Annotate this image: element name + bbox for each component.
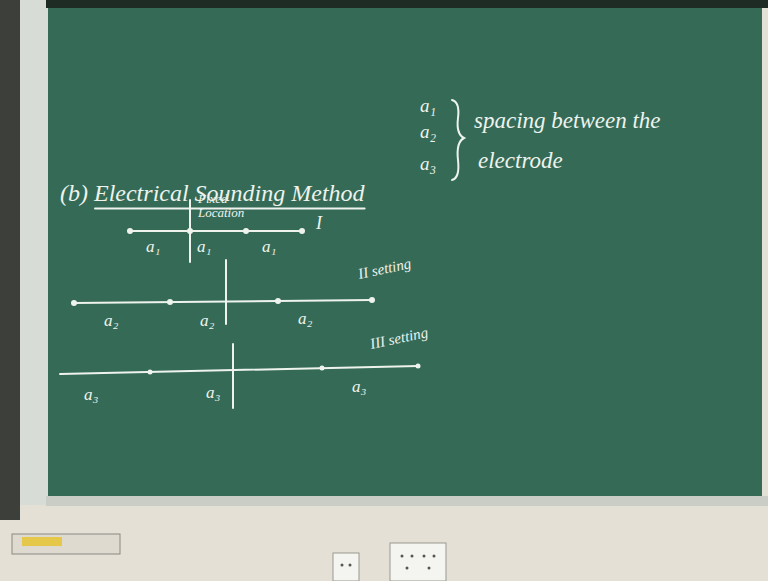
electrode-line — [74, 300, 372, 303]
spacing-label: a₁ — [262, 238, 276, 257]
board-top — [46, 0, 768, 8]
fixed-location-line — [225, 260, 227, 324]
spacing-symbol: a₃ — [420, 154, 436, 175]
chalk-tray — [46, 496, 768, 506]
spacing-label: a₂ — [298, 310, 312, 329]
spacing-symbol: a₂ — [420, 122, 436, 143]
socket — [333, 553, 359, 581]
electrode-line — [130, 230, 302, 232]
fixed-location-note: Fixed Location — [198, 192, 260, 221]
setting-number: I — [316, 214, 322, 234]
chalk-box — [22, 537, 62, 546]
spacing-label: a₃ — [206, 384, 220, 403]
socket — [390, 543, 446, 581]
spacing-label: a₂ — [200, 312, 214, 331]
chalk-lines — [60, 100, 464, 408]
spacing-label: a₁ — [146, 238, 160, 257]
spacing-symbol: a₁ — [420, 96, 436, 117]
eraser — [12, 534, 120, 554]
note-text: electrode — [478, 148, 563, 173]
socket-holes — [341, 555, 436, 570]
spacing-label: a₃ — [84, 386, 98, 405]
board-edge — [0, 0, 20, 520]
spacing-label: a₁ — [197, 238, 211, 257]
fixed-location-line — [232, 344, 234, 408]
electrode-dots — [71, 228, 421, 375]
spacing-label: a₂ — [104, 312, 118, 331]
electrode-line — [60, 366, 418, 374]
chalkboard — [48, 8, 762, 498]
board-frame — [20, 0, 50, 505]
spacing-label: a₃ — [352, 378, 366, 397]
note-text: spacing between the — [474, 108, 661, 133]
brace — [452, 100, 464, 180]
